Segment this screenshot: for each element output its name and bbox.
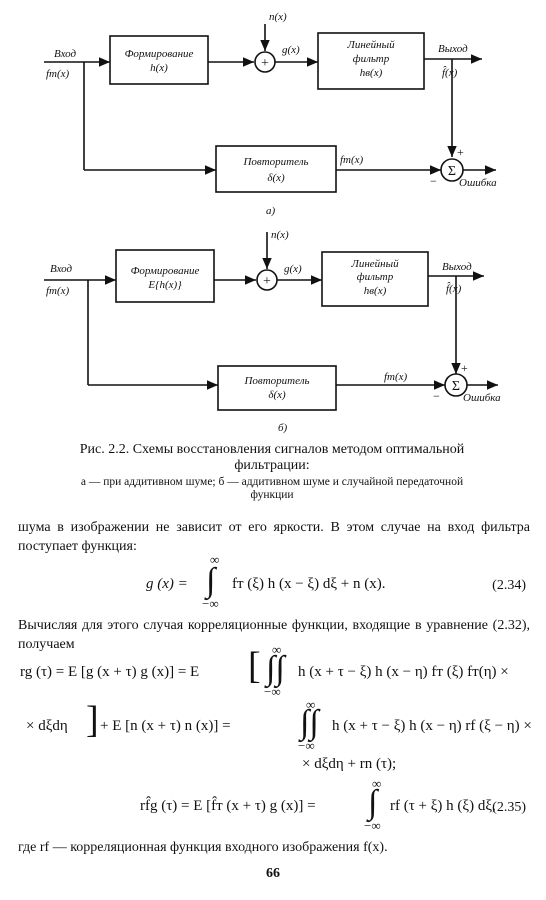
double-integral: ∫∫ xyxy=(266,650,285,687)
integral-sign: ∫ xyxy=(368,784,378,821)
input-signal: fт(x) xyxy=(46,68,70,80)
double-integral: ∫∫ xyxy=(300,704,319,741)
block-forming-line1: Формирование xyxy=(131,265,200,277)
eq234-lower: −∞ xyxy=(202,596,219,611)
input-signal: fт(x) xyxy=(46,285,70,297)
input-label: Вход xyxy=(54,48,77,60)
noise-label: n(x) xyxy=(269,11,287,23)
input-label: Вход xyxy=(50,263,73,275)
block-repeater-line2: δ(x) xyxy=(267,172,285,184)
eq234-body: fт (ξ) h (x − ξ) dξ + n (x). xyxy=(232,576,386,592)
repeater-output: fт(x) xyxy=(384,371,408,383)
caption-line2: фильтрации: xyxy=(234,458,310,473)
block-filter-line3: hв(x) xyxy=(364,285,387,297)
figure-caption: Рис. 2.2. Схемы восстановления сигналов … xyxy=(14,442,530,474)
eq235-lhs: rf̂g (τ) = E [f̂т (x + τ) g (x)] = xyxy=(140,798,316,814)
sigma-plus: + xyxy=(457,145,464,159)
eq234-number: (2.34) xyxy=(492,578,526,593)
error-label: Ошибка xyxy=(463,392,501,404)
eqB-upper: ∞ xyxy=(306,697,316,712)
eqB-lower: −∞ xyxy=(298,738,315,753)
eqA-lhs: rg (τ) = E [g (x + τ) g (x)] = E xyxy=(20,664,200,680)
diagram-tag: б) xyxy=(278,422,288,434)
block-repeater-line2: δ(x) xyxy=(268,389,286,401)
eq235-number: (2.35) xyxy=(492,800,526,815)
block-repeater-line1: Повторитель xyxy=(243,375,309,387)
adder-plus: + xyxy=(261,56,269,71)
diagram-tag: а) xyxy=(266,205,276,217)
block-forming-line1: Формирование xyxy=(125,48,194,60)
sigma-plus: + xyxy=(461,361,468,375)
eqC-body: × dξdη + rn (τ); xyxy=(302,756,397,772)
g-label: g(x) xyxy=(282,44,300,56)
equation-2-34: g (x) = xyxy=(146,576,188,593)
sigma-minus: − xyxy=(430,174,437,188)
output-signal: f̂(x) xyxy=(442,66,458,79)
block-filter-line3: hв(x) xyxy=(360,67,383,79)
output-signal: f̂(x) xyxy=(446,282,462,295)
g-label: g(x) xyxy=(284,263,302,275)
bracket-right: ] xyxy=(86,699,99,741)
block-forming-line2: h(x) xyxy=(150,62,168,74)
sigma-minus: − xyxy=(433,389,440,403)
integral-sign: ∫ xyxy=(206,562,216,599)
eq234-lhs: g (x) = xyxy=(146,576,188,592)
output-label: Выход xyxy=(442,261,472,273)
page-number: 66 xyxy=(266,866,280,881)
error-label: Ошибка xyxy=(459,177,497,189)
eqB-body: h (x + τ − ξ) h (x − η) rf (ξ − η) × xyxy=(332,718,532,734)
sigma-symbol: Σ xyxy=(452,379,460,394)
bracket-left: [ xyxy=(248,645,261,687)
eq235-body: rf (τ + ξ) h (ξ) dξ, xyxy=(390,798,496,814)
caption-sub-line1: а — при аддитивном шуме; б — аддитивном … xyxy=(80,476,464,488)
eq235-lower: −∞ xyxy=(364,818,381,833)
diagram-a: Вход fт(x) n(x) Формирование h(x) + g(x)… xyxy=(44,11,497,217)
output-label: Выход xyxy=(438,43,468,55)
block-filter-line2: фильтр xyxy=(353,53,390,65)
eqA-upper: ∞ xyxy=(272,642,282,657)
block-filter-line1: Линейный xyxy=(346,39,395,51)
eq234-upper: ∞ xyxy=(210,552,220,567)
block-filter-line1: Линейный xyxy=(350,258,399,270)
block-filter-line2: фильтр xyxy=(357,271,394,283)
caption-sub-line2: функции xyxy=(250,489,294,501)
sigma-symbol: Σ xyxy=(448,164,456,179)
eqA-body: h (x + τ − ξ) h (x − η) fт (ξ) fт(η) × xyxy=(298,664,509,680)
block-forming-line2: E{h(x)} xyxy=(147,279,182,291)
caption-line1: Рис. 2.2. Схемы восстановления сигналов … xyxy=(79,442,465,457)
repeater-output: fт(x) xyxy=(340,154,364,166)
adder-plus: + xyxy=(263,274,271,289)
paragraph-3: где rf — корреляционная функция входного… xyxy=(18,840,388,855)
caption-sub: а — при аддитивном шуме; б — аддитивном … xyxy=(14,476,530,502)
noise-label: n(x) xyxy=(271,229,289,241)
eqA-lower: −∞ xyxy=(264,684,281,699)
diagram-b: Вход fт(x) n(x) Формирование E{h(x)} + g… xyxy=(44,229,501,434)
eqB-lhs: × dξdη xyxy=(26,718,68,734)
paragraph-2: Вычисляя для этого случая корреляционные… xyxy=(18,618,530,652)
eq235-upper: ∞ xyxy=(372,776,382,791)
paragraph-1: шума в изображении не зависит от его ярк… xyxy=(18,520,530,554)
block-repeater-line1: Повторитель xyxy=(242,156,308,168)
eqB-mid: + E [n (x + τ) n (x)] = xyxy=(100,718,231,734)
